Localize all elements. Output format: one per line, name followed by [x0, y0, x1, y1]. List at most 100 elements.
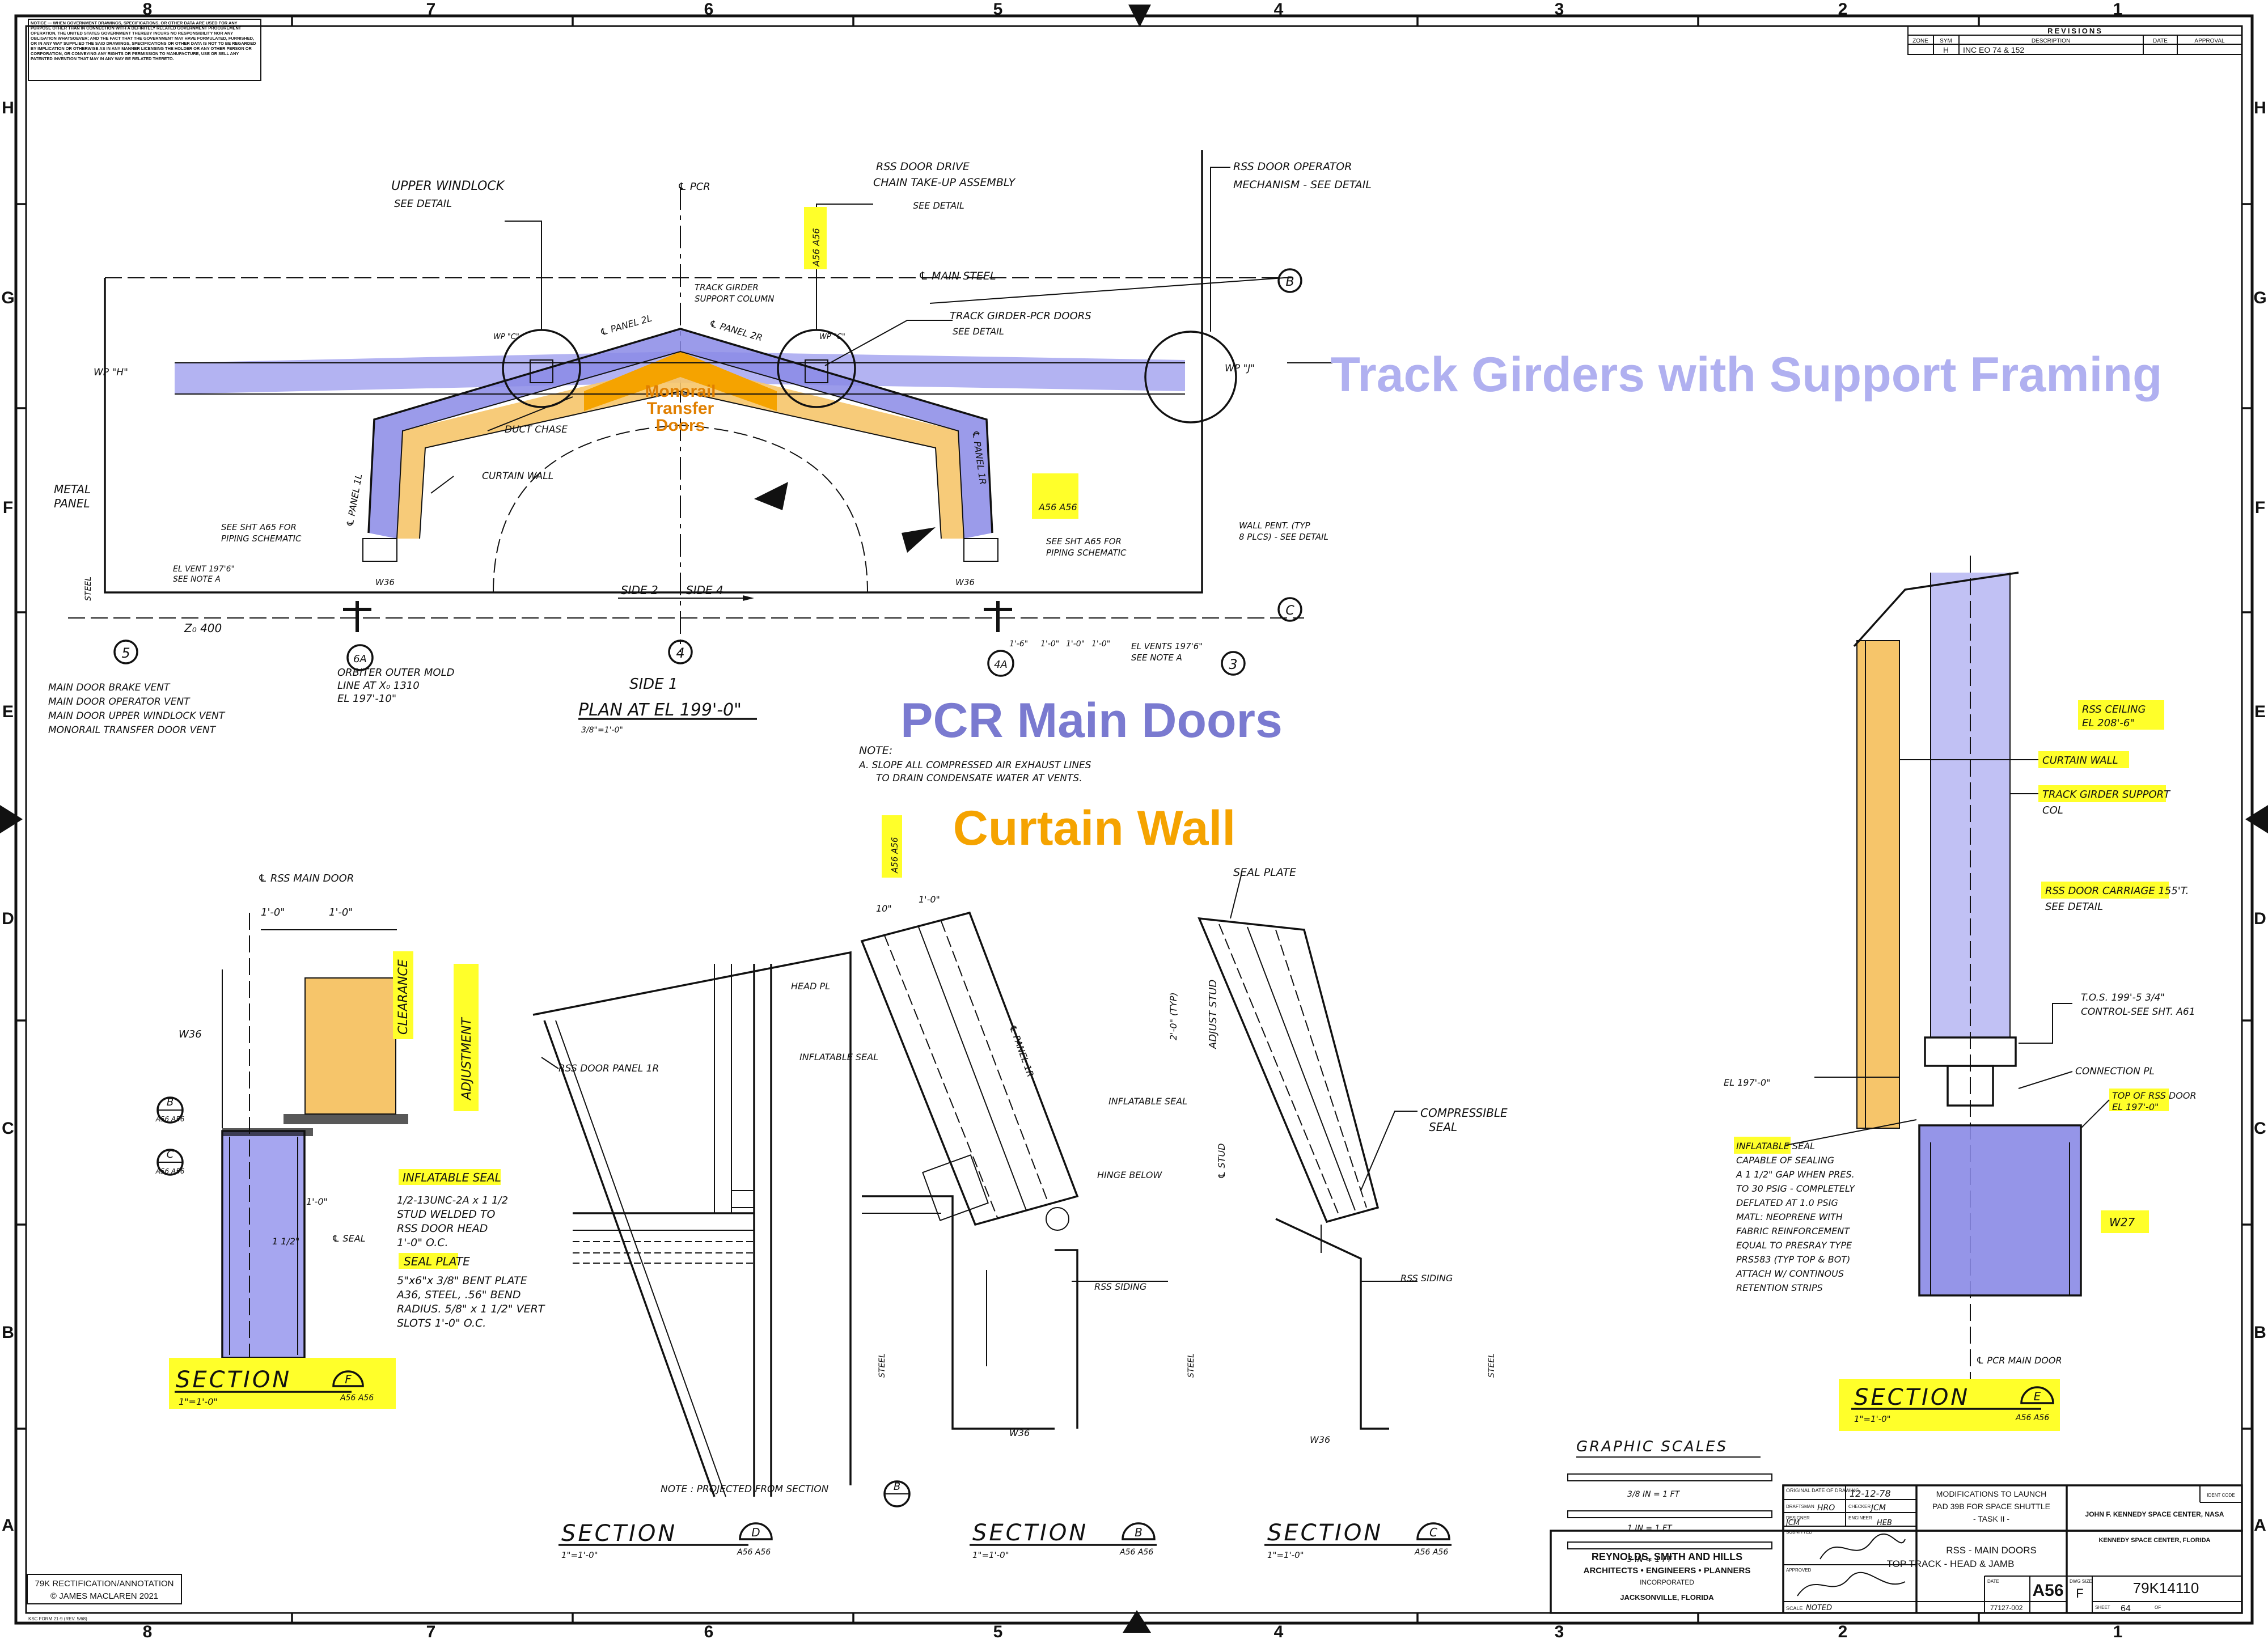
cl-seal-label: ℄ SEAL [332, 1233, 366, 1244]
section-c-letter: C [1429, 1526, 1437, 1539]
track-girder-e-1: TRACK GIRDER SUPPORT [2042, 789, 2171, 801]
section-b-title: SECTION [972, 1520, 1088, 1546]
tos-1: T.O.S. 199'-5 3/4" [2081, 992, 2165, 1003]
operator-detail-circle [1144, 331, 1237, 423]
monorail-overlay-line-1: Monorail [645, 382, 716, 401]
designer-label: DESIGNER [1786, 1515, 1810, 1521]
section-f-w36: W36 [179, 1028, 202, 1040]
el-vent-2a: EL VENTS 197'6" [1131, 641, 1203, 651]
section-c-rss-siding: RSS SIDING [1400, 1273, 1453, 1284]
submitted-label: SUBMITTED [1786, 1530, 1812, 1535]
infl-e-2: CAPABLE OF SEALING [1736, 1155, 1834, 1166]
adjustment-label: ADJUSTMENT [460, 1017, 474, 1101]
w36-plan-2: W36 [955, 577, 975, 587]
z-400-label: Z₀ 400 [184, 621, 222, 635]
sheet-code: A56 [2032, 1581, 2063, 1600]
stud-line-4: 1'-0" O.C. [397, 1236, 448, 1249]
plan-detail-f-ref: A56 A56 [1038, 502, 1077, 513]
section-b-letter: B [1135, 1526, 1143, 1539]
section-c-w36: W36 [1310, 1434, 1330, 1445]
section-f-bubble-c-ref: A56 A56 [155, 1167, 185, 1175]
section-e-door [1919, 1142, 2081, 1295]
zone-col-5-bottom: 5 [993, 1623, 1003, 1639]
section-f-letter: F [345, 1373, 352, 1386]
duct-chase-label: DUCT CHASE [505, 424, 568, 435]
revisions-title: REVISIONS [2047, 27, 2103, 35]
infl-e-7: FABRIC REINFORCEMENT [1736, 1226, 1850, 1236]
wall-pent-2: 8 PLCS) - SEE DETAIL [1239, 532, 1328, 542]
section-b-top-ref: A56 A56 [890, 837, 900, 874]
firm-line-3: INCORPORATED [1640, 1578, 1694, 1586]
section-f-dim-1: 1'-0" [261, 907, 285, 918]
zone-row-g-right: G [2253, 289, 2266, 307]
sheet-number: 64 [2121, 1604, 2131, 1613]
panel-1l-label: ℄ PANEL 1L [344, 473, 364, 527]
section-d-scale: 1"=1'-0" [561, 1550, 598, 1560]
plate-line-2: A36, STEEL, .56" BEND [396, 1289, 521, 1301]
infl-e-4: TO 30 PSIG - COMPLETELY [1736, 1183, 1855, 1194]
sheet-label: SHEET [2095, 1605, 2110, 1610]
section-f-curtain-wall [305, 978, 396, 1114]
el-197-label: EL 197'-0" [1724, 1077, 1770, 1088]
door-drive-label-2: CHAIN TAKE-UP ASSEMBLY [873, 176, 1016, 189]
section-b-inflatable-seal: INFLATABLE SEAL [799, 1052, 878, 1062]
rss-line-1: RSS - MAIN DOORS [1946, 1545, 2037, 1556]
section-c-title: SECTION [1267, 1520, 1383, 1546]
w27-highlight [2101, 1210, 2149, 1233]
cl-rss-main-door: ℄ RSS MAIN DOOR [258, 873, 354, 884]
annotation-credit-1: 79K RECTIFICATION/ANNOTATION [35, 1579, 174, 1589]
see-sht-2b: PIPING SCHEMATIC [1046, 548, 1127, 558]
checker-value: JCM [1869, 1504, 1886, 1513]
vent-list-3: MAIN DOOR UPPER WINDLOCK VENT [48, 710, 226, 722]
section-b-dim-10: 10" [876, 903, 892, 914]
section-d-sheet-ref: A56 A56 [737, 1548, 771, 1557]
rss-ceiling-highlight [2078, 700, 2164, 730]
seal-plate-label: SEAL PLATE [404, 1255, 470, 1268]
of-label: OF [2155, 1605, 2161, 1610]
wp-c1-label: WP "C" [493, 333, 519, 341]
zone-col-7-top: 7 [426, 0, 436, 19]
zone-col-3-bottom: 3 [1555, 1623, 1564, 1639]
building-outline [104, 150, 1203, 594]
track-girder-support-2: SUPPORT COLUMN [695, 294, 775, 304]
note-title: NOTE: [859, 744, 892, 757]
curtain-wall-plan-label: CURTAIN WALL [482, 471, 553, 482]
zone-col-2-top: 2 [1838, 0, 1848, 19]
zone-row-b-left: B [2, 1323, 14, 1342]
submitted-signature [1820, 1533, 1906, 1560]
section-d: RSS DOOR PANEL 1R NOTE : PROJECTED FROM … [532, 951, 911, 1560]
draftsman-label: DRAFTSMAN [1786, 1504, 1814, 1509]
inflatable-seal-e-highlight [1734, 1137, 1791, 1154]
rss-ceiling-2: EL 208'-6" [2082, 717, 2135, 729]
rev-head-date: DATE [2153, 38, 2168, 44]
scale-label: SCALE [1786, 1606, 1803, 1611]
track-girder-support-1: TRACK GIRDER [695, 282, 759, 293]
plate-line-3: RADIUS. 5/8" x 1 1/2" VERT [397, 1303, 545, 1315]
infl-e-9: PRS583 (TYP TOP & BOT) [1736, 1254, 1850, 1265]
section-f-dim-1-half: 1 1/2" [272, 1236, 299, 1247]
infl-e-10: ATTACH W/ CONTINOUS [1736, 1268, 1844, 1279]
plan-view: 5 4 3 6A 4A B C UPPER WINDLOCK SEE DETAI… [48, 150, 1372, 784]
designer-value: JCM [1784, 1519, 1800, 1527]
date-label: DATE [1987, 1579, 1999, 1584]
track-girder-pcr-2: SEE DETAIL [953, 326, 1004, 337]
section-b-panel-1r: ℄ PANEL 1R [1007, 1023, 1036, 1078]
section-c-stud-dim: ℄ STUD [1216, 1144, 1227, 1179]
size-value: F [2076, 1586, 2083, 1600]
approved-label: APPROVED [1786, 1568, 1812, 1573]
section-e-title-highlight [1839, 1379, 2060, 1431]
see-sht-2a: SEE SHT A65 FOR [1046, 536, 1122, 547]
ksc-line-2: KENNEDY SPACE CENTER, FLORIDA [2098, 1537, 2210, 1544]
hinge-below-label: HINGE BELOW [1097, 1170, 1162, 1180]
plan-bubble-6a: 6A [353, 653, 367, 665]
vent-list-2: MAIN DOOR OPERATOR VENT [48, 696, 191, 708]
section-b-steel: STEEL [878, 1353, 887, 1378]
revisions-table: REVISIONS ZONE SYM DESCRIPTION DATE APPR… [1907, 26, 2242, 55]
firm-name: REYNOLDS, SMITH AND HILLS [1592, 1551, 1742, 1562]
detail-e-highlight [804, 207, 827, 269]
infl-e-8: EQUAL TO PRESRAY TYPE [1736, 1240, 1852, 1251]
rev-head-sym: SYM [1940, 38, 1952, 44]
notice-block: NOTICE — WHEN GOVERNMENT DRAWINGS, SPECI… [28, 19, 261, 81]
clearance-highlight [393, 951, 413, 1039]
